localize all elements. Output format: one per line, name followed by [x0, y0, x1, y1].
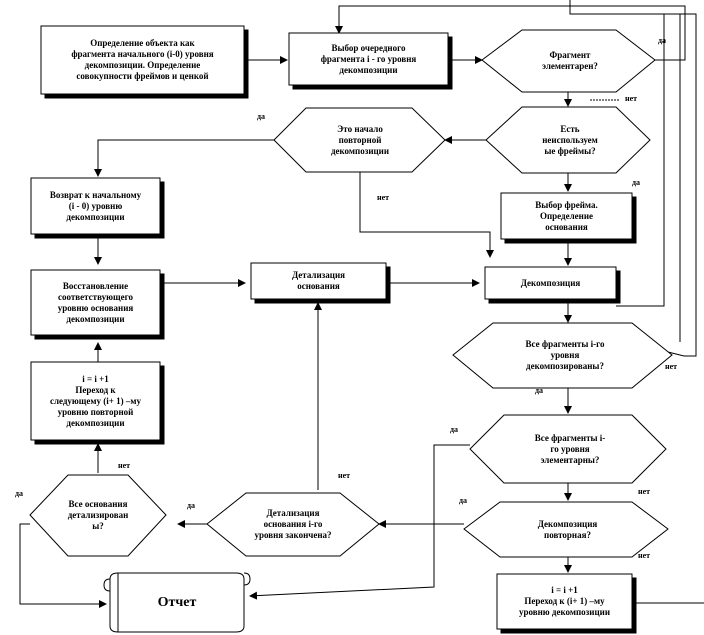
- edge-elem-yes: [249, 444, 470, 600]
- edge-bases-yes: [19, 523, 107, 608]
- next-level-left-text: i = i +1 Переход к следующему (i+ 1) –му…: [49, 373, 142, 428]
- detail-basis-text: Детализация основания: [292, 270, 345, 291]
- unused-frames-text: Есть неиспользуем ые фреймы?: [542, 123, 598, 156]
- tag-da-unused: да: [632, 178, 641, 187]
- detail-finished-text: Детализация основания i-го уровня законч…: [254, 508, 332, 540]
- tag-da-bases: да: [15, 489, 24, 498]
- hex-unused-frames: [485, 106, 651, 174]
- start-repeat-text: Это начало повторной декомпозиции: [330, 123, 390, 156]
- select-fragment-text: Выбор очередного фрагмента i - го уровня…: [320, 42, 417, 75]
- edge-start-no: [359, 172, 494, 258]
- all-bases-detailed-text: Все основания детализирован ы?: [67, 499, 129, 531]
- hex-start-repeat: [273, 107, 446, 173]
- box-next-level-right: [496, 573, 633, 630]
- hex-repeat-decomposition: [463, 501, 669, 558]
- box-decompose: [484, 266, 617, 300]
- hex-detail-finished: [206, 492, 380, 557]
- all-elementary-text: Все фрагменты i- го уровня элементарны?: [534, 432, 606, 465]
- tag-da-elementary: да: [658, 36, 667, 45]
- tag-net-repeat: нет: [638, 551, 651, 560]
- box-next-level-left: [30, 361, 161, 441]
- edge-loop-inner: [616, 14, 665, 307]
- edge-start-yes: [94, 139, 274, 177]
- hex-all-bases-detailed: [29, 474, 167, 557]
- tag-net-start: нет: [377, 193, 390, 202]
- hex-all-decomposed: [452, 322, 673, 389]
- tag-net-elementary: нет: [625, 94, 638, 103]
- return-initial-text: Возврат к начальному (i - 0) уровню деко…: [49, 189, 142, 222]
- tag-net-all-elementary: нет: [638, 487, 651, 496]
- edge-all-no-loop: [569, 0, 697, 357]
- box-detail-basis: [250, 262, 387, 300]
- hex-fragment-elementary: [481, 29, 656, 93]
- box-restore: [30, 269, 161, 336]
- box-select-fragment: [288, 32, 449, 86]
- scroll-report: [109, 572, 245, 633]
- report-text: Отчет: [157, 594, 197, 610]
- box-define-object: [40, 25, 245, 95]
- box-return-initial: [30, 177, 161, 235]
- tag-da-all-decomposed: да: [535, 386, 544, 395]
- all-decomposed-text: Все фрагменты i-го уровня декомпозирован…: [525, 339, 605, 371]
- scroll-curl-right: [243, 572, 251, 586]
- tag-da-start: да: [257, 112, 266, 121]
- scroll-curl-left: [103, 578, 111, 592]
- tag-da-repeat: да: [459, 496, 468, 505]
- next-level-right-text: i = i +1 Переход к (i+ 1) –му уровню дек…: [518, 585, 611, 617]
- box-select-frame: [500, 192, 633, 240]
- tag-net-all-decomposed: нет: [665, 362, 678, 371]
- hex-all-elementary: [469, 414, 667, 484]
- define-object-text: Определение объекта как фрагмента началь…: [71, 38, 214, 81]
- fragment-elementary-text: Фрагмент элементарен?: [542, 50, 598, 71]
- decompose-text: Декомпозиция: [520, 277, 581, 288]
- tag-da-detail-finished: да: [187, 501, 196, 510]
- select-frame-text: Выбор фрейма. Определение основания: [535, 199, 598, 232]
- tag-net-detail-finished: нет: [338, 471, 351, 480]
- repeat-decomposition-text: Декомпозиция повторная?: [537, 518, 598, 540]
- tag-net-bases: нет: [118, 461, 131, 470]
- restore-text: Восстановление соответствующего уровню о…: [57, 280, 134, 324]
- edge-elementary-yes: [335, 5, 686, 61]
- tag-da-all-elementary: да: [450, 425, 459, 434]
